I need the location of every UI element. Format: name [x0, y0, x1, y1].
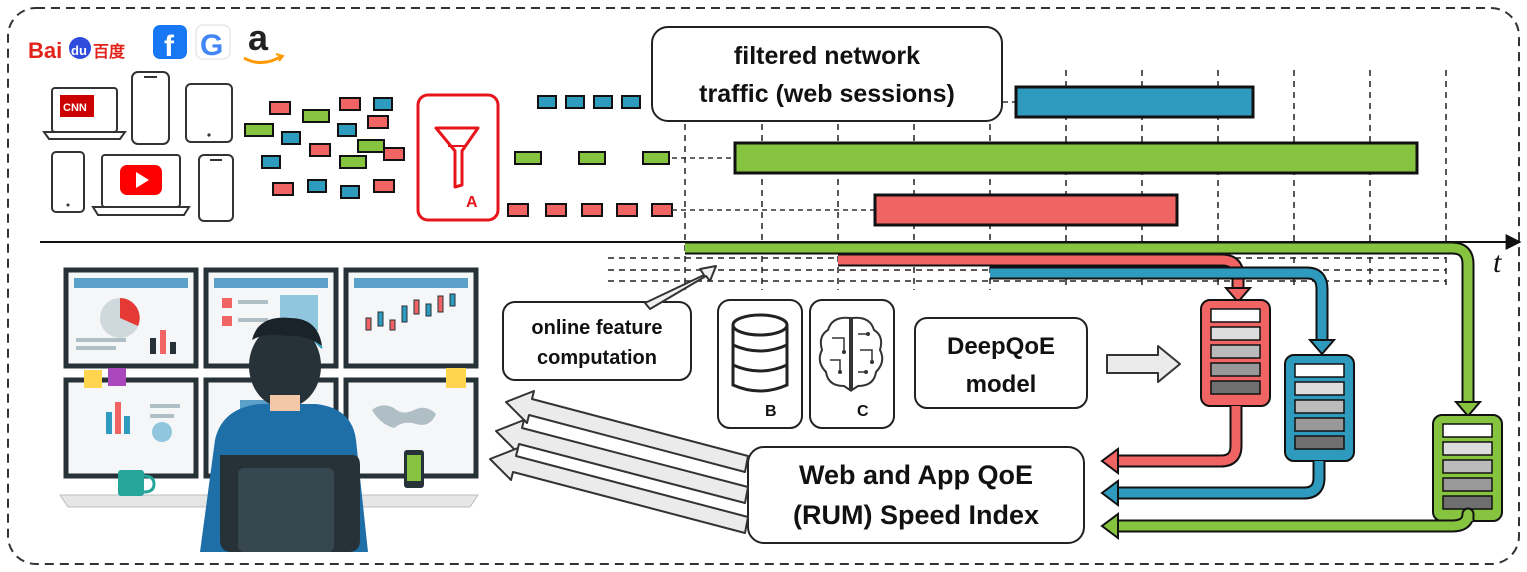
svg-text:百度: 百度	[93, 42, 126, 61]
stream-connectors	[672, 101, 1016, 211]
packet-blue	[261, 155, 281, 169]
svg-text:Bai: Bai	[28, 38, 62, 63]
feature-to-axis-arrow	[644, 265, 717, 310]
svg-text:DeepQoE: DeepQoE	[947, 333, 1055, 360]
svg-text:CNN: CNN	[63, 102, 87, 114]
monitor-screen	[343, 267, 479, 369]
green-session-bar	[733, 141, 1419, 175]
packet-blue	[340, 185, 360, 199]
qoe-stack-blue	[1284, 354, 1355, 462]
model-to-stack-arrow	[1106, 345, 1181, 383]
packet-red	[383, 147, 405, 161]
qoe-stack-green	[1432, 414, 1503, 522]
packet-blue	[281, 131, 301, 145]
tablet-icon	[185, 83, 233, 143]
smartphone-icon	[131, 71, 170, 145]
feature-computation-box: online feature computation	[502, 301, 692, 381]
red-packet-stream	[507, 203, 673, 217]
cnn-laptop-icon: CNN	[42, 87, 127, 140]
amazon-logo: a	[243, 17, 285, 64]
svg-text:(RUM) Speed Index: (RUM) Speed Index	[793, 500, 1039, 530]
output-paths	[1118, 406, 1475, 533]
packet-green	[244, 123, 274, 137]
qoe-output-box: Web and App QoE (RUM) Speed Index	[747, 446, 1085, 544]
svg-text:online feature: online feature	[531, 317, 662, 339]
packet-green	[357, 139, 385, 153]
packet-green	[302, 109, 330, 123]
deepqoe-model-box: DeepQoE model	[914, 317, 1088, 409]
packet-cloud	[244, 97, 405, 199]
svg-text:model: model	[966, 371, 1037, 398]
outer-dashed-frame	[7, 7, 1520, 565]
svg-text:G: G	[200, 29, 223, 62]
svg-text:filtered network: filtered network	[734, 42, 920, 70]
packet-red	[309, 143, 331, 157]
monitor-screen	[63, 267, 199, 369]
filter-funnel-icon	[416, 93, 500, 222]
svg-text:traffic (web sessions): traffic (web sessions)	[699, 80, 955, 108]
facebook-logo: f	[153, 25, 187, 63]
red-session-bar	[873, 193, 1179, 227]
svg-text:B: B	[765, 403, 777, 420]
baidu-logo: Bai du 百度	[28, 37, 126, 63]
track-arrowheads	[1223, 287, 1483, 418]
packet-red	[373, 179, 395, 193]
feedback-arrows	[489, 390, 749, 534]
brain-circuit-icon: C	[809, 299, 895, 429]
packet-red	[272, 182, 294, 196]
filter-label-a: A	[466, 194, 478, 211]
session-tracks	[685, 241, 1475, 408]
time-axis-label: t	[1493, 246, 1502, 279]
svg-text:du: du	[71, 43, 87, 58]
filtered-traffic-box: filtered network traffic (web sessions)	[651, 26, 1003, 122]
packet-blue	[307, 179, 327, 193]
svg-text:C: C	[857, 403, 869, 420]
google-logo: G	[195, 24, 231, 62]
svg-text:a: a	[248, 17, 269, 58]
green-packet-stream	[514, 151, 670, 165]
packet-red	[339, 97, 361, 111]
packet-red	[367, 115, 389, 129]
smartphone-icon	[198, 154, 234, 222]
monitor-screen	[63, 368, 199, 479]
output-arrowheads	[1100, 447, 1119, 540]
blue-packet-stream	[537, 95, 641, 109]
smartphone-icon	[51, 151, 85, 213]
svg-text:Web and App QoE: Web and App QoE	[799, 460, 1033, 490]
youtube-laptop-icon	[91, 154, 191, 216]
svg-text:computation: computation	[537, 347, 657, 369]
packet-blue	[337, 123, 357, 137]
packet-green	[339, 155, 367, 169]
qoe-stack-red	[1200, 299, 1271, 407]
database-icon: B	[717, 299, 803, 429]
monitoring-analyst-illustration	[59, 267, 479, 552]
packet-red	[269, 101, 291, 115]
svg-text:f: f	[164, 30, 175, 63]
blue-session-bar	[1014, 85, 1255, 119]
packet-blue	[373, 97, 393, 111]
monitor-screen	[343, 368, 479, 488]
